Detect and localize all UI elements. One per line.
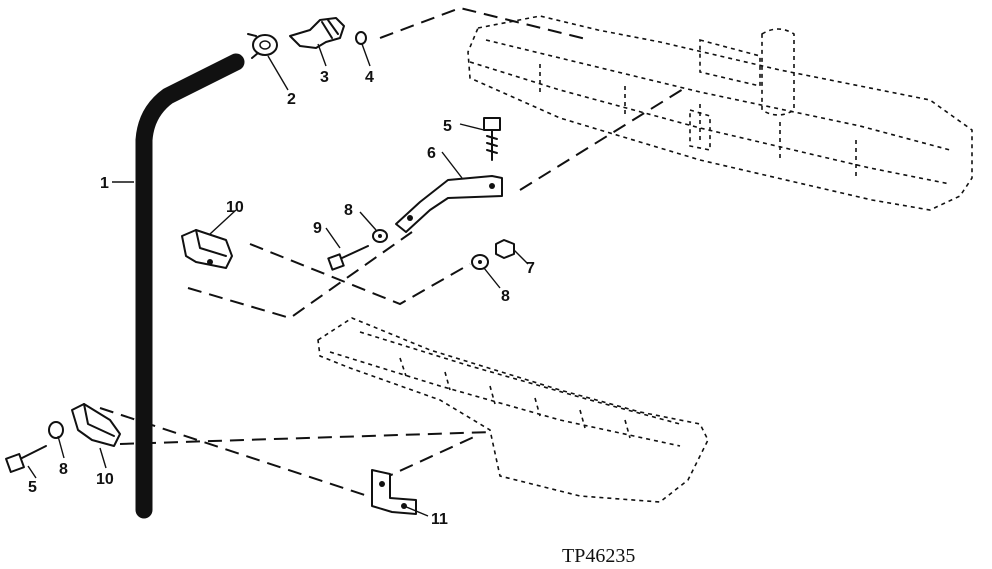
callout-11: 11 — [431, 511, 448, 528]
callout-4: 4 — [365, 69, 374, 86]
callout-5-upper: 5 — [443, 118, 452, 135]
callout-3: 3 — [320, 69, 329, 86]
callout-1: 1 — [100, 175, 109, 192]
hose-clamp-part — [247, 33, 278, 59]
washer-part-middle — [471, 254, 489, 270]
cap-screw-part — [327, 245, 369, 271]
bracket-arm-part — [395, 175, 503, 233]
bolt-part-lower — [5, 445, 47, 473]
mounting-bracket-part — [371, 469, 417, 515]
upper-engine-component — [467, 15, 973, 211]
callout-10-lower: 10 — [96, 471, 114, 488]
washer-part-lower — [48, 421, 64, 439]
callout-5-lower: 5 — [28, 479, 37, 496]
callout-8-upper: 8 — [344, 202, 353, 219]
figure-reference-number: TP46235 — [562, 545, 635, 567]
callout-8-middle: 8 — [501, 288, 510, 305]
washer-part-upper — [372, 229, 388, 243]
leader-lines — [27, 43, 529, 517]
nut-part — [495, 239, 515, 259]
elbow-fitting-part — [289, 17, 345, 49]
callout-2: 2 — [287, 91, 296, 108]
lower-oil-pan-component — [317, 317, 709, 503]
clip-part-lower — [71, 403, 121, 447]
clip-part-upper — [181, 229, 233, 269]
hose-part — [135, 53, 245, 519]
callout-6: 6 — [427, 145, 436, 162]
callout-7: 7 — [526, 260, 535, 277]
callout-labels: 1 2 3 4 5 6 8 9 10 7 8 5 8 10 11 — [28, 69, 535, 528]
callout-9: 9 — [313, 220, 322, 237]
callout-8-lower: 8 — [59, 461, 68, 478]
o-ring-part — [355, 31, 367, 45]
bolt-part-upper — [483, 117, 501, 161]
callout-10-upper: 10 — [226, 199, 244, 216]
